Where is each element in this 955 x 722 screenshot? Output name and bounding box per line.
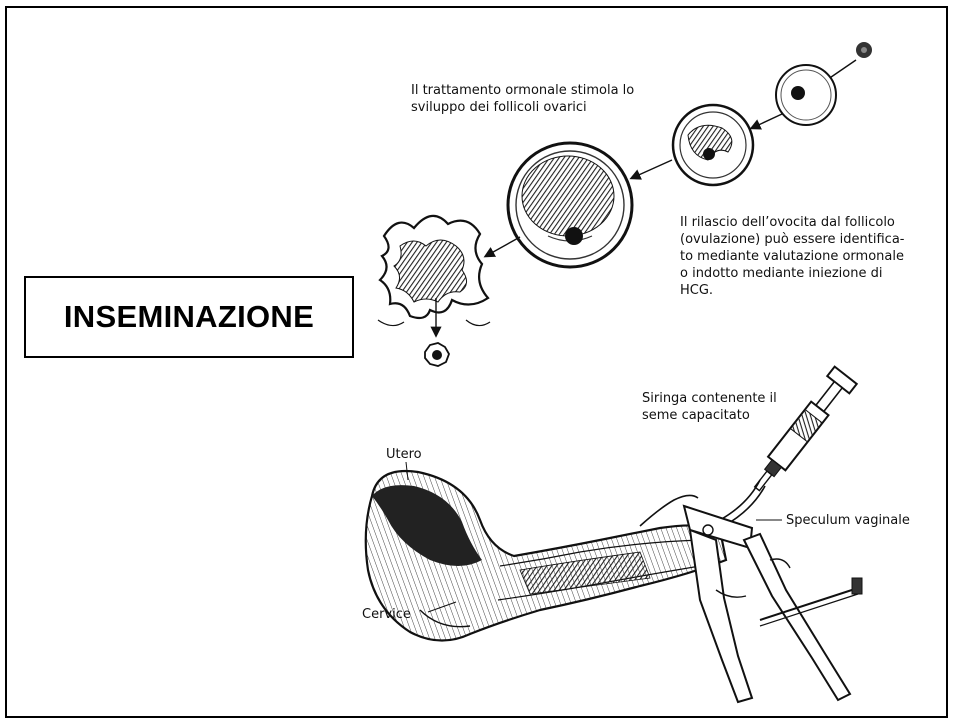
- released-oocyte: [425, 343, 449, 366]
- uterus-label: Utero: [386, 446, 422, 463]
- primary-follicle: [776, 65, 836, 125]
- ovulation-caption: Il rilascio dell’ovocita dal follicolo (…: [680, 214, 904, 299]
- arrow-2: [752, 114, 782, 128]
- arrow-3: [632, 160, 672, 178]
- slide-title: INSEMINAZIONE: [64, 299, 314, 335]
- title-box: INSEMINAZIONE: [24, 276, 354, 358]
- primordial-follicle: [856, 42, 872, 58]
- hormonal-treatment-caption: Il trattamento ormonale stimola lo svilu…: [411, 82, 634, 116]
- secondary-follicle: [673, 105, 753, 185]
- ruptured-follicle: [378, 216, 490, 326]
- speculum: [684, 506, 862, 702]
- speculum-label: Speculum vaginale: [786, 512, 910, 529]
- mature-follicle: [508, 143, 632, 267]
- cervix-label: Cervice: [362, 606, 411, 623]
- syringe-label: Siringa contenente il seme capacitato: [642, 390, 777, 424]
- arrow-4: [486, 237, 520, 256]
- uterus-anatomy: [366, 471, 726, 641]
